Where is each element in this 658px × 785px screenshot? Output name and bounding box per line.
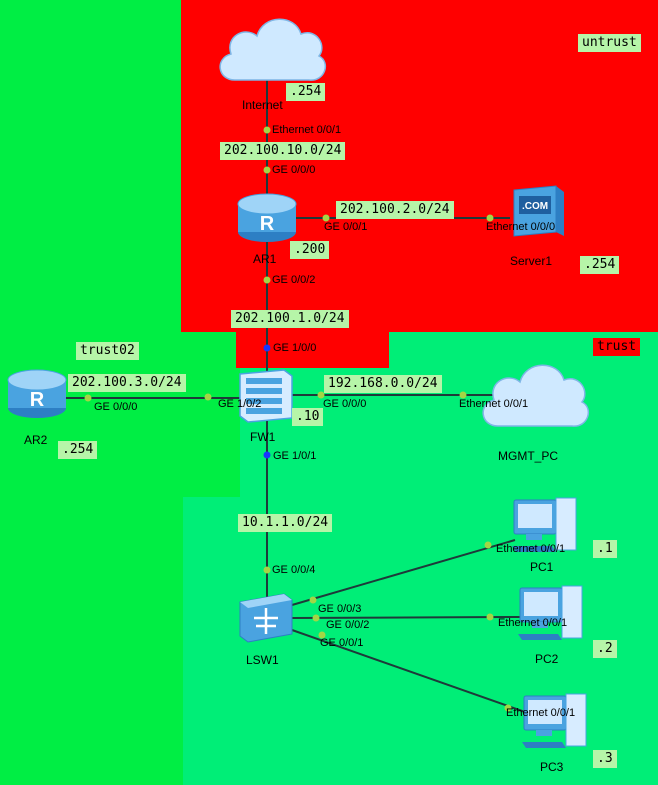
router-icon[interactable]: R (237, 193, 297, 242)
link-lsw1-pc3 (291, 629, 526, 713)
device-label-pc1: PC1 (530, 560, 554, 574)
link-lsw1-pc2 (291, 616, 523, 619)
port-label: GE 0/0/4 (272, 564, 316, 576)
port-dot (486, 214, 494, 222)
device-label-internet: Internet (242, 98, 283, 112)
port-dot (322, 214, 330, 222)
switch-icon[interactable] (239, 593, 293, 643)
port-dot (263, 566, 271, 574)
port-dot (84, 394, 92, 402)
port-label: GE 0/0/2 (272, 274, 316, 286)
subnet-fw1-mgmt: 192.168.0.0/24 (324, 375, 442, 393)
port-label: GE 0/0/0 (94, 401, 138, 413)
zone-label-untrust: untrust (578, 34, 641, 52)
pc-icon[interactable] (518, 585, 583, 640)
port-label: GE 1/0/2 (218, 398, 262, 410)
port-label: GE 0/0/2 (326, 619, 370, 631)
subnet-ar2-fw1: 202.100.3.0/24 (68, 374, 186, 392)
pc-icon[interactable] (522, 693, 587, 748)
device-label-pc3: PC3 (540, 760, 564, 774)
port-label: Ethernet 0/0/1 (506, 707, 576, 719)
port-label: Ethernet 0/0/1 (459, 398, 529, 410)
host-id-pc2: .2 (593, 640, 617, 658)
device-label-lsw1: LSW1 (246, 653, 279, 667)
port-dot (309, 596, 317, 604)
svg-text:R: R (260, 213, 275, 235)
trust-zone-left-cut (183, 320, 240, 497)
server-icon[interactable]: .COM (513, 185, 564, 237)
port-label: GE 0/0/0 (272, 164, 316, 176)
port-label: GE 0/0/3 (318, 603, 362, 615)
port-dot (204, 393, 212, 401)
port-dot (263, 451, 271, 459)
port-dot (263, 126, 271, 134)
port-dot (486, 613, 494, 621)
port-label: Ethernet 0/0/0 (486, 221, 556, 233)
port-label: GE 1/0/0 (273, 342, 317, 354)
pc-icon[interactable] (512, 497, 577, 552)
port-dot (504, 704, 512, 712)
port-dot (317, 391, 325, 399)
device-label-pc2: PC2 (535, 652, 559, 666)
subnet-internet-ar1: 202.100.10.0/24 (220, 142, 346, 160)
port-dot (484, 541, 492, 549)
device-label-ar1: AR1 (253, 252, 277, 266)
untrust-zone-fw-extension (236, 320, 389, 368)
router-icon[interactable]: R (7, 369, 67, 418)
link-lsw1-pc1 (291, 539, 516, 606)
port-label: GE 0/0/1 (320, 637, 364, 649)
device-label-mgmt-pc: MGMT_PC (498, 449, 558, 463)
port-label: Ethernet 0/0/1 (496, 543, 566, 555)
port-label: Ethernet 0/0/1 (272, 124, 342, 136)
device-label-fw1: FW1 (250, 430, 276, 444)
device-label-ar2: AR2 (24, 433, 48, 447)
port-dot (459, 391, 467, 399)
svg-text:R: R (30, 389, 45, 411)
cloud-icon[interactable] (219, 18, 327, 81)
port-label: GE 1/0/1 (273, 450, 317, 462)
firewall-icon[interactable] (239, 369, 293, 423)
trust02-zone-lower (0, 497, 183, 785)
port-dot (318, 631, 326, 639)
port-label: Ethernet 0/0/1 (498, 617, 568, 629)
host-id-pc3: .3 (593, 750, 617, 768)
host-id-internet: .254 (286, 83, 326, 101)
host-id-server1: .254 (580, 256, 620, 274)
svg-text:.COM: .COM (522, 201, 548, 212)
port-dot (312, 614, 320, 622)
port-label: GE 0/0/1 (324, 221, 368, 233)
device-label-server1: Server1 (510, 254, 553, 268)
subnet-ar1-fw1: 202.100.1.0/24 (231, 310, 349, 328)
zone-label-trust02: trust02 (76, 342, 139, 360)
port-label: GE 0/0/0 (323, 398, 367, 410)
subnet-ar1-server1: 202.100.2.0/24 (336, 201, 454, 219)
host-id-pc1: .1 (593, 540, 617, 558)
host-id-ar2: .254 (58, 441, 98, 459)
port-dot (263, 166, 271, 174)
zone-label-trust: trust (593, 338, 641, 356)
subnet-fw1-lsw1: 10.1.1.0/24 (238, 514, 333, 532)
host-id-ar1: .200 (290, 241, 330, 259)
cloud-icon[interactable] (482, 364, 590, 427)
host-id-fw1: .10 (292, 408, 324, 426)
port-dot (263, 276, 271, 284)
port-dot (263, 344, 271, 352)
